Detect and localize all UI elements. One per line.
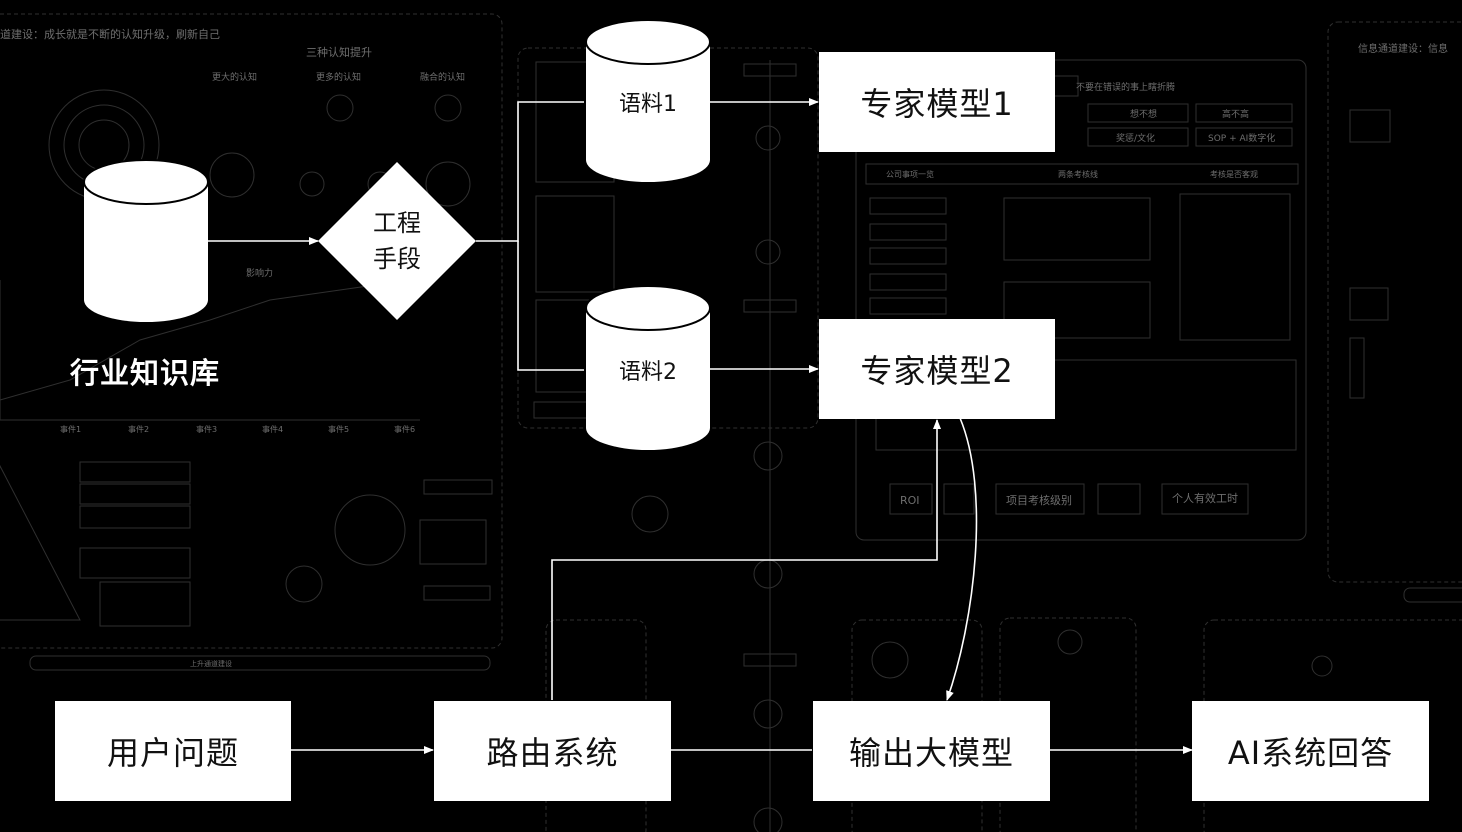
user-question-node: 用户问题	[55, 701, 291, 801]
svg-text:更多的认知: 更多的认知	[316, 71, 361, 83]
edge-router-to-expert2	[551, 419, 941, 700]
svg-text:事件4: 事件4	[262, 424, 283, 434]
svg-text:道建设：成长就是不断的认知升级，刷新自己: 道建设：成长就是不断的认知升级，刷新自己	[0, 27, 220, 41]
svg-text:想不想: 想不想	[1130, 108, 1157, 120]
svg-text:两条考核线: 两条考核线	[1058, 169, 1098, 179]
expert-model-1-node: 专家模型1	[819, 52, 1055, 152]
svg-text:公司事项一览: 公司事项一览	[886, 169, 934, 179]
svg-text:影响力: 影响力	[246, 267, 273, 279]
svg-text:上升通道建设: 上升通道建设	[190, 659, 232, 668]
corpus1-label: 语料1	[619, 92, 677, 117]
engineering-diamond-shape	[318, 162, 476, 320]
bg-panel-right	[1327, 21, 1462, 583]
engineering-label-line1: 工程	[373, 209, 421, 237]
bg-panel-left	[0, 13, 503, 649]
svg-text:高不高: 高不高	[1222, 108, 1249, 120]
svg-text:奖惩/文化: 奖惩/文化	[1116, 132, 1155, 144]
corpus2-label: 语料2	[619, 360, 677, 385]
engineering-label-line2: 手段	[373, 245, 421, 273]
svg-text:项目考核级别: 项目考核级别	[1006, 493, 1072, 507]
svg-text:考核是否客观: 考核是否客观	[1210, 169, 1258, 179]
ai-answer-node: AI系统回答	[1192, 701, 1429, 801]
bg-panel-main	[855, 59, 1307, 541]
svg-text:事件3: 事件3	[196, 424, 217, 434]
output-model-node: 输出大模型	[813, 701, 1050, 801]
svg-text:事件1: 事件1	[60, 424, 81, 434]
database-icon-corpus2	[585, 285, 711, 450]
knowledge-base-label: 行业知识库	[70, 356, 221, 390]
expert-model-2-node: 专家模型2	[819, 319, 1055, 419]
svg-text:ROI: ROI	[900, 494, 920, 507]
svg-text:事件5: 事件5	[328, 424, 349, 434]
svg-text:更大的认知: 更大的认知	[212, 71, 257, 83]
svg-text:SOP + AI数字化: SOP + AI数字化	[1208, 132, 1275, 144]
engineering-label: 工程 手段	[347, 206, 447, 276]
edge-engineering-to-corpus	[476, 101, 584, 242]
database-icon-corpus1	[585, 19, 711, 182]
svg-text:三种认知提升: 三种认知提升	[306, 45, 372, 59]
router-system-node: 路由系统	[434, 701, 671, 801]
svg-text:不要在错误的事上瞎折腾: 不要在错误的事上瞎折腾	[1076, 81, 1175, 93]
svg-text:信息通道建设：信息: 信息通道建设：信息	[1358, 42, 1448, 55]
edge-expert2-to-output	[946, 417, 978, 701]
svg-text:事件6: 事件6	[394, 424, 415, 434]
svg-text:事件2: 事件2	[128, 424, 149, 434]
svg-text:个人有效工时: 个人有效工时	[1172, 491, 1238, 505]
svg-text:融合的认知: 融合的认知	[420, 71, 465, 83]
edge-engineering-to-corpus2	[517, 241, 584, 371]
database-icon-knowledge-base	[83, 159, 209, 322]
